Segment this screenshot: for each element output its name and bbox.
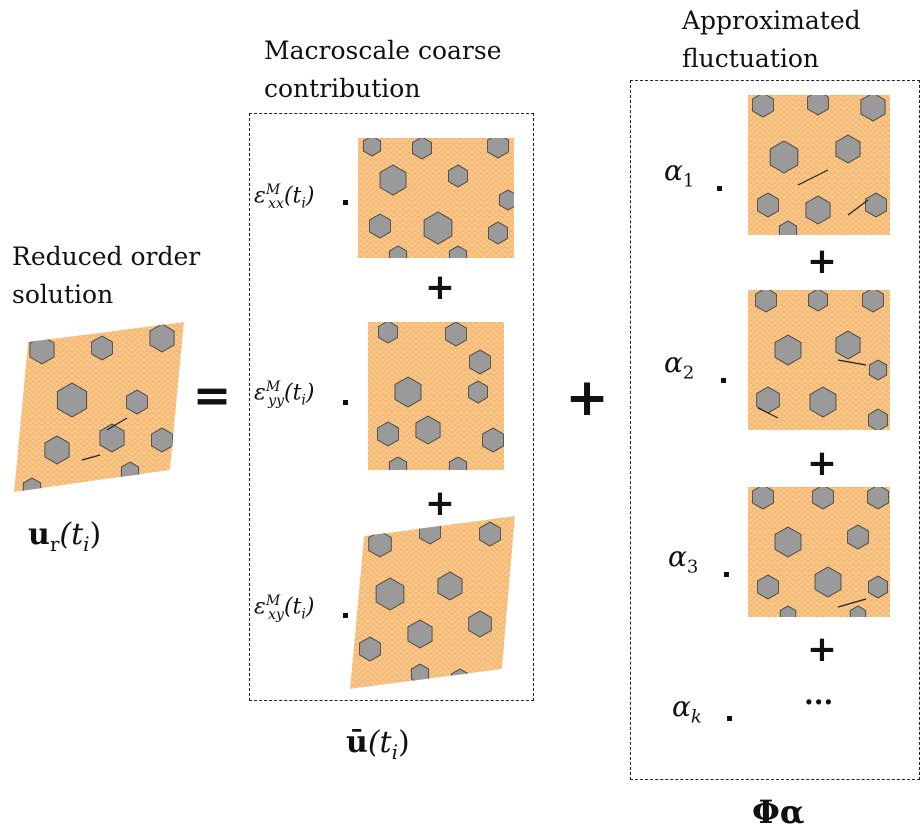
term-base: ε <box>254 380 266 406</box>
macro-caption-line2: contribution <box>264 74 421 103</box>
fluct-symbol: Φα <box>752 793 805 831</box>
macro-symbol-arg: (t <box>367 725 392 760</box>
coeff-base: α <box>672 690 691 723</box>
reduced-symbol-arg-sub: i <box>83 532 90 556</box>
macro-dashed-box <box>249 113 534 701</box>
coeff-base: α <box>668 540 687 573</box>
term-arg-sub: i <box>301 392 306 409</box>
reduced-caption-line2: solution <box>12 280 114 309</box>
fluct-tile-2 <box>748 290 890 430</box>
macro-term-xx: εMxx(ti) <box>254 175 314 219</box>
fluct-caption-line1: Approximated <box>682 6 861 35</box>
term-base: ε <box>254 183 266 209</box>
term-arg: (t <box>283 594 302 620</box>
term-arg-sub: i <box>301 195 306 212</box>
coeff-base: α <box>664 346 683 379</box>
macro-term-xy: εMxy(ti) <box>254 586 314 630</box>
coeff-sub: 1 <box>682 170 695 192</box>
fluct-plus-3: + <box>806 629 838 670</box>
plus-sign-main: + <box>565 368 609 428</box>
macro-term-yy: εMyy(ti) <box>254 372 315 416</box>
reduced-symbol-sub: r <box>49 532 60 556</box>
fluct-tile-1 <box>748 95 890 235</box>
macro-dot-xx <box>343 200 348 205</box>
term-sup: M <box>265 593 281 609</box>
macro-dot-xy <box>343 613 348 618</box>
reduced-caption-line1: Reduced order <box>12 242 201 271</box>
fluct-tile-3 <box>748 487 890 617</box>
fluct-dot-2 <box>721 378 726 383</box>
coeff-base: α <box>664 154 683 187</box>
coeff-sub: 2 <box>682 362 695 384</box>
reduced-solution-image <box>14 322 184 492</box>
fluct-plus-2: + <box>806 443 838 484</box>
macro-caption-line1: Macroscale coarse <box>264 36 502 65</box>
fluct-coeff-k: αk <box>672 692 702 733</box>
macro-symbol-close: ) <box>397 725 410 760</box>
macro-symbol: ū(ti) <box>346 728 410 767</box>
fluct-coeff-1: α1 <box>664 156 694 197</box>
reduced-symbol-arg: (t <box>59 517 84 552</box>
fluct-coeff-2: α2 <box>664 348 694 389</box>
term-close: ) <box>305 594 315 620</box>
fluct-dot-3 <box>724 572 729 577</box>
reduced-symbol: ur(ti) <box>28 520 101 559</box>
fluct-coeff-3: α3 <box>668 542 698 583</box>
fluct-ellipsis: ... <box>804 678 834 711</box>
macro-symbol-u: ū <box>346 725 368 760</box>
term-sub: xy <box>268 606 284 623</box>
reduced-symbol-close: ) <box>89 517 102 552</box>
term-arg-sub: i <box>301 606 306 623</box>
fluct-caption-line2: fluctuation <box>682 44 820 73</box>
macro-plus-2: + <box>424 483 456 524</box>
fluct-dot-1 <box>717 186 722 191</box>
macro-tile-xy <box>350 516 515 689</box>
fluct-dashed-box <box>630 80 920 780</box>
fluct-dot-k <box>727 716 732 721</box>
macro-tile-yy <box>368 322 504 470</box>
macro-symbol-arg-sub: i <box>391 740 398 764</box>
term-sub: xx <box>268 195 284 212</box>
macro-tile-xx <box>358 138 514 258</box>
term-sub: yy <box>268 392 284 409</box>
macro-dot-yy <box>343 400 348 405</box>
fluct-plus-1: + <box>806 241 838 282</box>
coeff-sub: k <box>690 706 702 728</box>
term-close: ) <box>305 183 315 209</box>
term-sup: M <box>265 182 281 198</box>
term-sup: M <box>265 379 281 395</box>
term-arg: (t <box>283 183 302 209</box>
term-close: ) <box>305 380 315 406</box>
term-arg: (t <box>283 380 302 406</box>
macro-plus-1: + <box>424 267 456 308</box>
coeff-sub: 3 <box>686 556 699 578</box>
term-base: ε <box>254 594 266 620</box>
reduced-symbol-u: u <box>28 517 50 552</box>
equals-sign: = <box>192 368 232 422</box>
